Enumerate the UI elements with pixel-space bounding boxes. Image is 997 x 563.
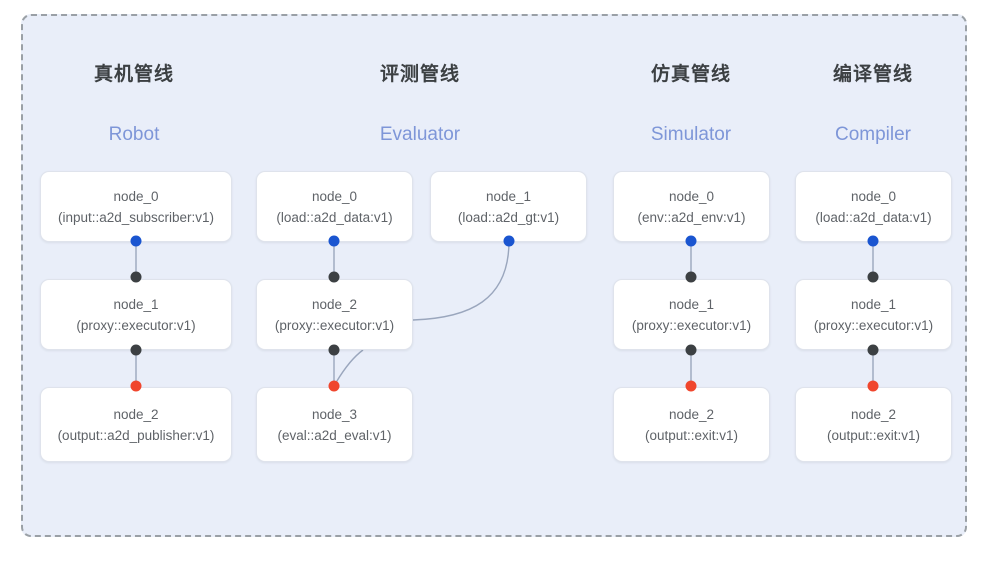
column-subtitle-wrap-simulator: Simulator xyxy=(551,122,831,148)
node-box-robot-node-1[interactable]: node_1(proxy::executor:v1) xyxy=(40,279,232,350)
node-type-label: (load::a2d_data:v1) xyxy=(276,209,393,225)
port-dot-in-compiler-2[interactable] xyxy=(867,344,879,356)
port-dot-out-simulator-0[interactable] xyxy=(685,235,697,247)
port-dot-out-compiler-0[interactable] xyxy=(867,235,879,247)
node-name-label: node_2 xyxy=(668,406,715,422)
port-dot-out-robot-0[interactable] xyxy=(130,235,142,247)
node-type-label: (output::exit:v1) xyxy=(644,427,739,443)
column-subtitle-wrap-compiler: Compiler xyxy=(733,122,997,148)
node-type-label: (proxy::executor:v1) xyxy=(813,317,934,333)
node-name-label: node_0 xyxy=(668,188,715,204)
node-name-label: node_3 xyxy=(311,406,358,422)
port-dot-in-robot-1[interactable] xyxy=(130,271,142,283)
node-type-label: (load::a2d_data:v1) xyxy=(815,209,932,225)
node-name-label: node_1 xyxy=(485,188,532,204)
port-dot-end-evaluator-3[interactable] xyxy=(328,380,340,392)
port-dot-out-evaluator-4[interactable] xyxy=(503,235,515,247)
node-name-label: node_2 xyxy=(311,296,358,312)
column-header-compiler: 编译管线 xyxy=(733,62,997,88)
column-title-cn-compiler: 编译管线 xyxy=(832,64,913,85)
node-type-label: (proxy::executor:v1) xyxy=(76,317,196,333)
port-dot-in-simulator-1[interactable] xyxy=(685,271,697,283)
node-name-label: node_1 xyxy=(850,296,897,312)
column-header-evaluator: 评测管线 xyxy=(280,62,560,88)
port-dot-in-robot-2[interactable] xyxy=(130,344,142,356)
column-subtitle-wrap-evaluator: Evaluator xyxy=(280,122,560,148)
node-box-cmp-node-1[interactable]: node_1(proxy::executor:v1) xyxy=(795,279,952,350)
node-box-eval-node-3[interactable]: node_3(eval::a2d_eval:v1) xyxy=(256,387,413,462)
node-name-label: node_0 xyxy=(311,188,358,204)
port-dot-end-robot-3[interactable] xyxy=(130,380,142,392)
node-box-cmp-node-2[interactable]: node_2(output::exit:v1) xyxy=(795,387,952,462)
node-box-robot-node-0[interactable]: node_0(input::a2d_subscriber:v1) xyxy=(40,171,232,242)
node-type-label: (proxy::executor:v1) xyxy=(274,317,395,333)
port-dot-in-compiler-1[interactable] xyxy=(867,271,879,283)
port-dot-in-evaluator-2[interactable] xyxy=(328,344,340,356)
node-box-robot-node-2[interactable]: node_2(output::a2d_publisher:v1) xyxy=(40,387,232,462)
node-box-eval-node-1[interactable]: node_1(load::a2d_gt:v1) xyxy=(430,171,587,242)
column-title-en-simulator: Simulator xyxy=(650,124,732,145)
column-title-cn-simulator: 仿真管线 xyxy=(650,64,731,85)
column-title-cn-evaluator: 评测管线 xyxy=(379,64,460,85)
node-box-sim-node-1[interactable]: node_1(proxy::executor:v1) xyxy=(613,279,770,350)
node-type-label: (load::a2d_gt:v1) xyxy=(457,209,560,225)
column-title-en-evaluator: Evaluator xyxy=(379,124,461,145)
node-type-label: (output::exit:v1) xyxy=(826,427,921,443)
node-box-sim-node-2[interactable]: node_2(output::exit:v1) xyxy=(613,387,770,462)
node-box-eval-node-2[interactable]: node_2(proxy::executor:v1) xyxy=(256,279,413,350)
column-header-robot: 真机管线 xyxy=(0,62,274,88)
node-type-label: (proxy::executor:v1) xyxy=(631,317,752,333)
port-dot-end-compiler-3[interactable] xyxy=(867,380,879,392)
column-title-en-robot: Robot xyxy=(108,124,160,145)
node-type-label: (input::a2d_subscriber:v1) xyxy=(57,209,215,225)
node-name-label: node_0 xyxy=(850,188,897,204)
node-box-eval-node-0[interactable]: node_0(load::a2d_data:v1) xyxy=(256,171,413,242)
column-header-simulator: 仿真管线 xyxy=(551,62,831,88)
node-name-label: node_2 xyxy=(850,406,897,422)
node-name-label: node_0 xyxy=(113,188,159,204)
node-name-label: node_1 xyxy=(668,296,715,312)
node-type-label: (eval::a2d_eval:v1) xyxy=(277,427,392,443)
node-box-sim-node-0[interactable]: node_0(env::a2d_env:v1) xyxy=(613,171,770,242)
node-type-label: (env::a2d_env:v1) xyxy=(637,209,746,225)
node-box-cmp-node-0[interactable]: node_0(load::a2d_data:v1) xyxy=(795,171,952,242)
node-name-label: node_1 xyxy=(113,296,159,312)
column-title-en-compiler: Compiler xyxy=(834,124,912,145)
column-subtitle-wrap-robot: Robot xyxy=(0,122,274,148)
port-dot-end-simulator-3[interactable] xyxy=(685,380,697,392)
port-dot-in-evaluator-1[interactable] xyxy=(328,271,340,283)
port-dot-out-evaluator-0[interactable] xyxy=(328,235,340,247)
column-title-cn-robot: 真机管线 xyxy=(93,64,174,85)
node-type-label: (output::a2d_publisher:v1) xyxy=(57,427,215,443)
node-name-label: node_2 xyxy=(113,406,159,422)
port-dot-in-simulator-2[interactable] xyxy=(685,344,697,356)
